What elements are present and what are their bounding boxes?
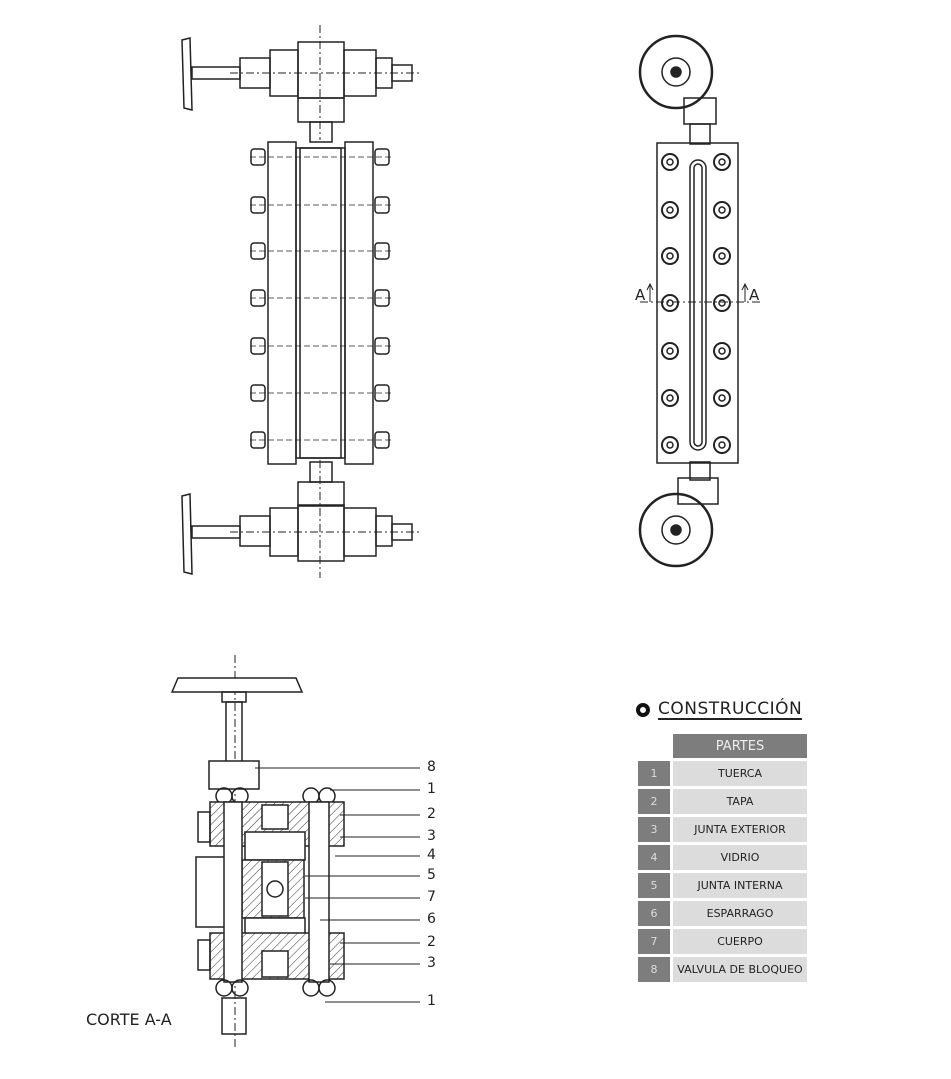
part-number: 5 [638, 873, 670, 898]
bottom-handwheel [638, 461, 719, 568]
callout-label: 3 [427, 955, 436, 971]
part-number: 3 [638, 817, 670, 842]
part-name: TAPA [673, 789, 807, 814]
bolt-head [713, 294, 731, 312]
side-body [656, 142, 739, 464]
bolt-head [713, 247, 731, 265]
bolt-head [661, 201, 679, 219]
bolt-head [713, 389, 731, 407]
part-number: 1 [638, 761, 670, 786]
bolt-head [713, 436, 731, 454]
part-name: CUERPO [673, 929, 807, 954]
callout-label: 1 [427, 993, 436, 1009]
callout-label: 4 [427, 847, 436, 863]
callout-label: 7 [427, 889, 436, 905]
bolt-head [661, 342, 679, 360]
callout-label: 6 [427, 911, 436, 927]
callout-label: 2 [427, 806, 436, 822]
section-view [170, 655, 420, 1050]
bottom-valve [181, 460, 420, 578]
part-number: 2 [638, 789, 670, 814]
callout-label: 2 [427, 934, 436, 950]
bolt-head [661, 153, 679, 171]
section-mark-left: A [635, 286, 646, 304]
section-caption: CORTE A-A [86, 1010, 172, 1029]
callout-label: 1 [427, 781, 436, 797]
bolt-head [661, 389, 679, 407]
callout-label: 3 [427, 828, 436, 844]
bolt-head [713, 201, 731, 219]
part-name: TUERCA [673, 761, 807, 786]
part-number: 7 [638, 929, 670, 954]
parts-header: PARTES [673, 734, 807, 758]
section-mark-right: A [749, 286, 760, 304]
part-name: VIDRIO [673, 845, 807, 870]
top-handwheel [638, 34, 717, 145]
gauge-body [250, 141, 392, 465]
sight-glass [689, 159, 707, 451]
part-number: 8 [638, 957, 670, 982]
bolt-head [661, 247, 679, 265]
bolt-head [713, 342, 731, 360]
construction-title: CONSTRUCCIÓN [636, 699, 803, 720]
side-view [638, 34, 760, 568]
part-number: 6 [638, 901, 670, 926]
callout-label: 5 [427, 867, 436, 883]
bullet-icon [636, 703, 650, 717]
bolt-head [713, 153, 731, 171]
construction-title-text: CONSTRUCCIÓN [658, 699, 803, 720]
top-valve [181, 25, 420, 143]
part-name: VALVULA DE BLOQUEO [673, 957, 807, 982]
part-number: 4 [638, 845, 670, 870]
callout-label: 8 [427, 759, 436, 775]
part-name: JUNTA EXTERIOR [673, 817, 807, 842]
part-name: ESPARRAGO [673, 901, 807, 926]
front-view [181, 25, 420, 578]
bolt-head [661, 294, 679, 312]
bolt-head [661, 436, 679, 454]
part-name: JUNTA INTERNA [673, 873, 807, 898]
